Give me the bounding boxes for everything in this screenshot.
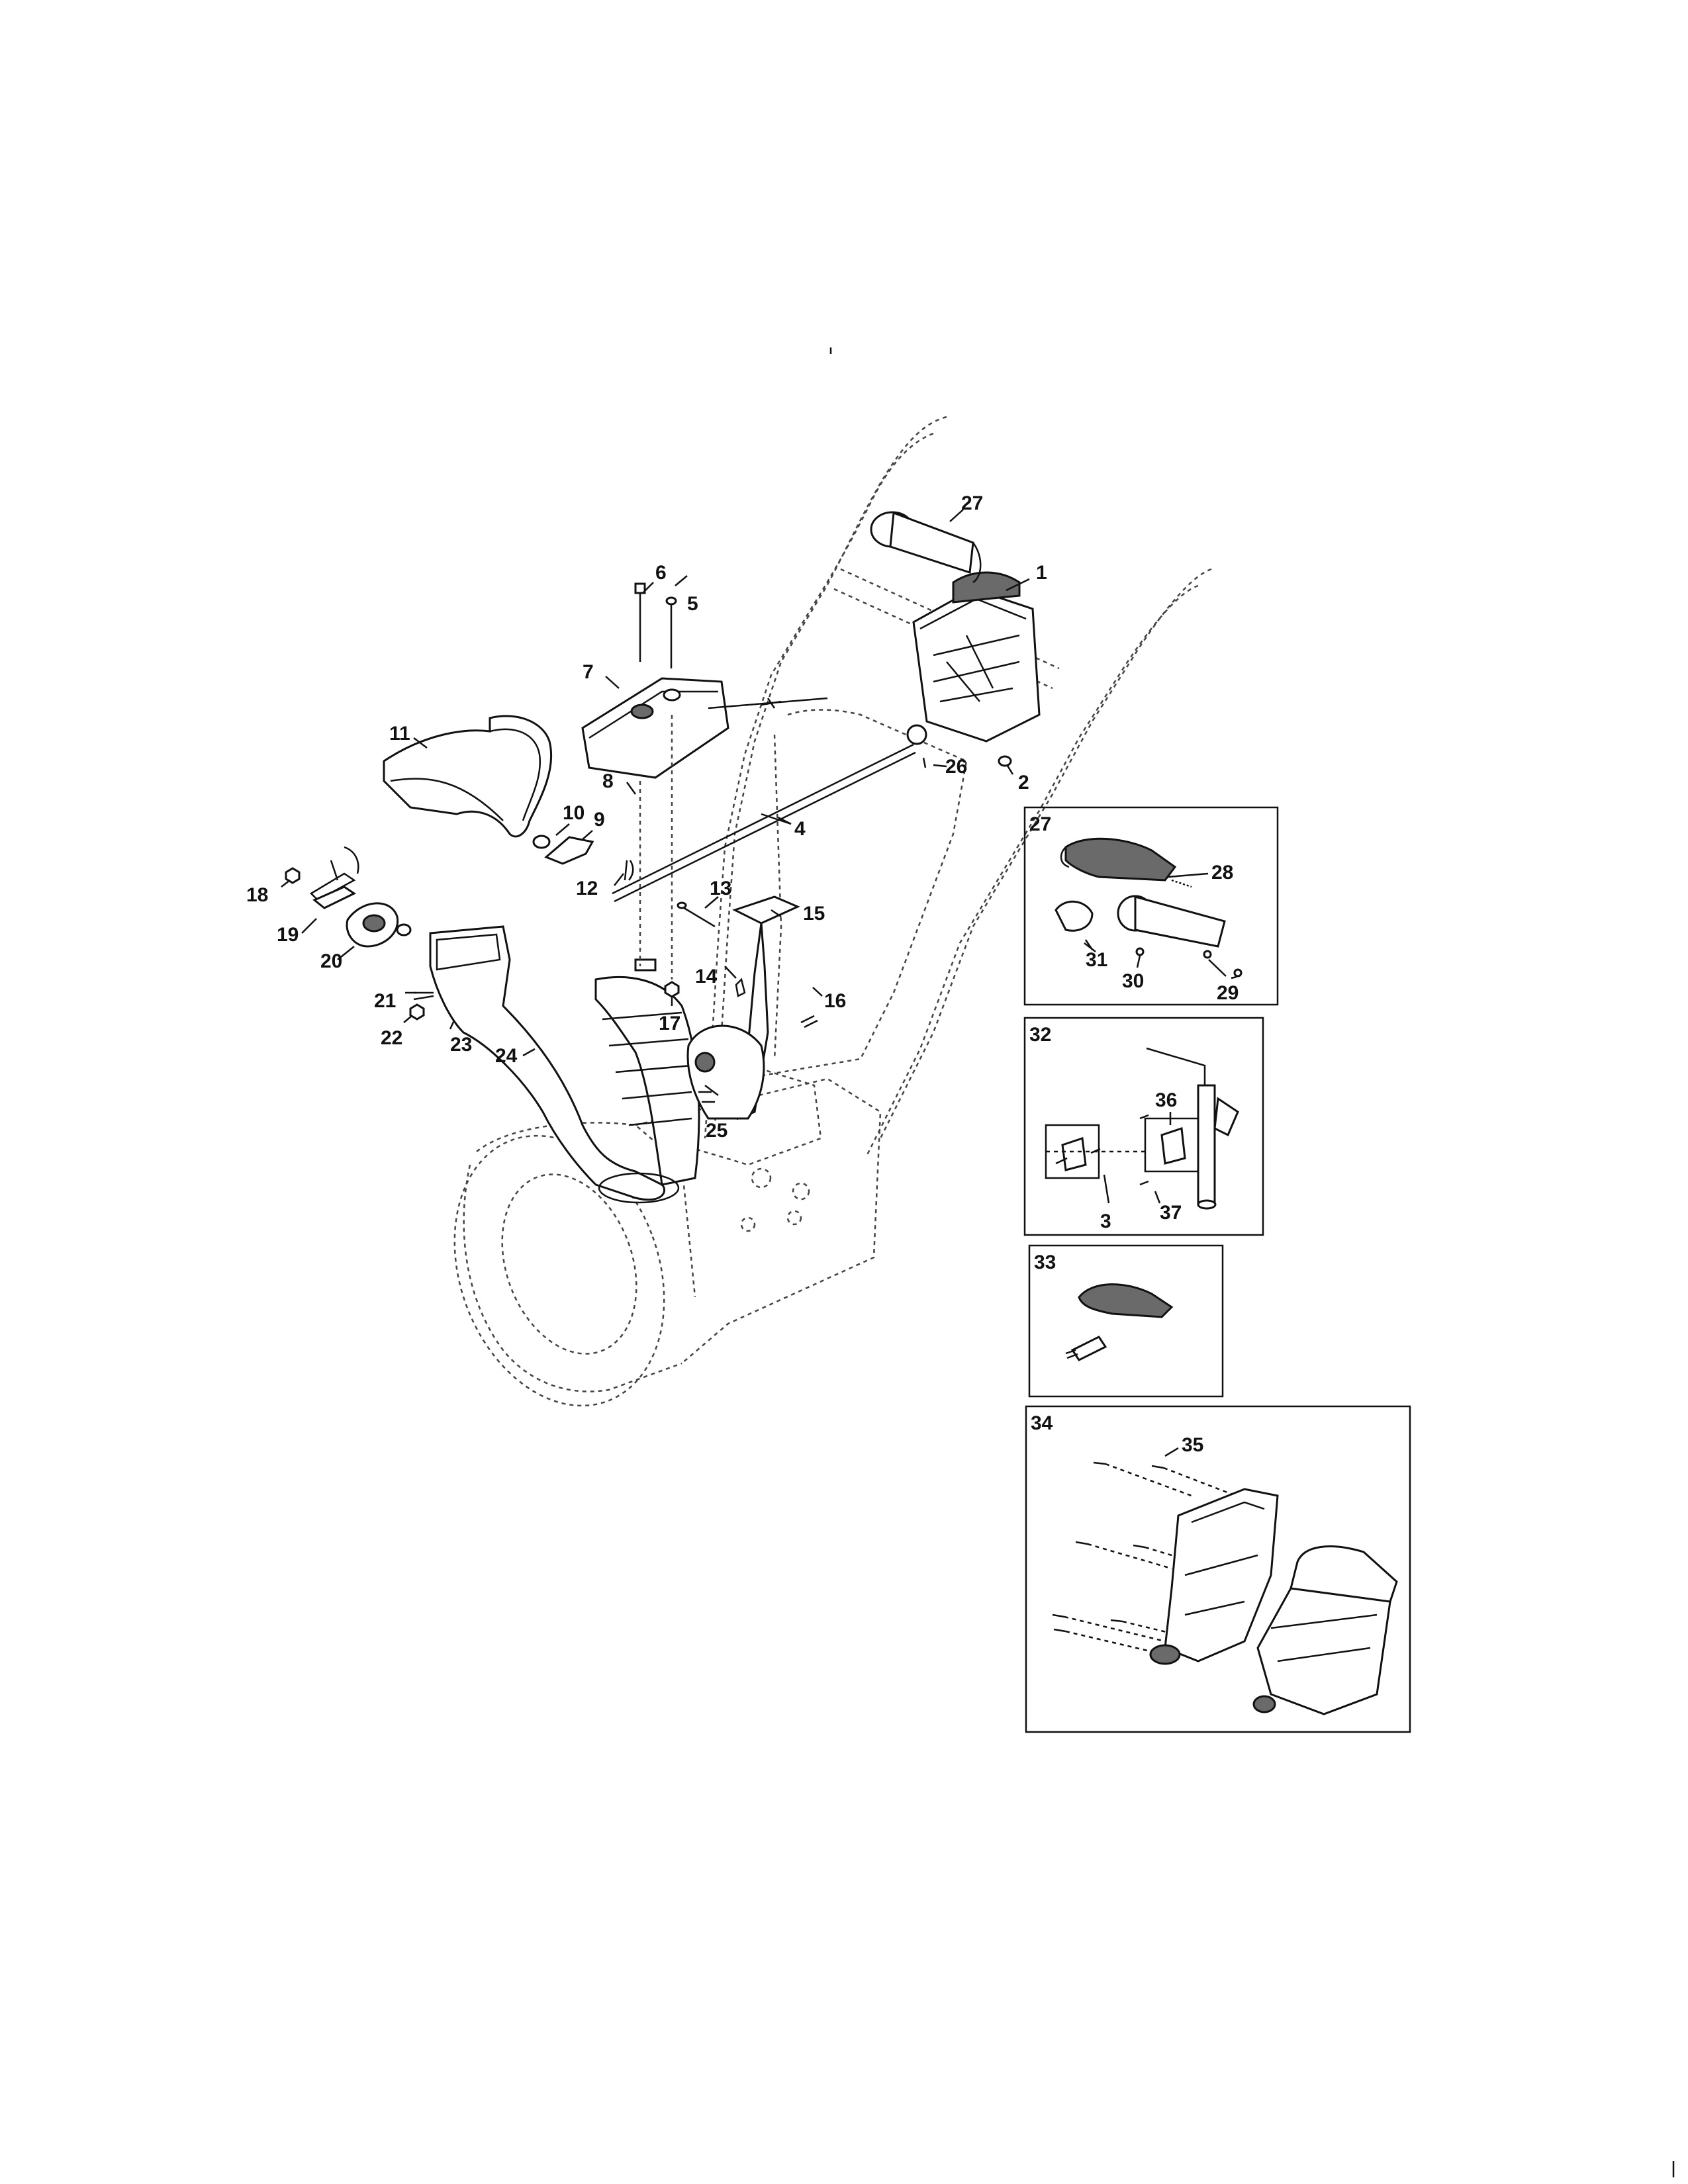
inset-32-callout-3: 3 — [1100, 1210, 1111, 1232]
parts-14-15-16-25 — [686, 895, 818, 1120]
inset-34-callout-35: 35 — [1182, 1434, 1203, 1456]
callout-4: 4 — [794, 818, 806, 840]
part-24-chute — [429, 925, 700, 1204]
callout-19: 19 — [277, 924, 299, 946]
inset-32-title: 32 — [1029, 1024, 1051, 1046]
scan-marks — [829, 347, 1675, 2177]
callout-12: 12 — [576, 878, 598, 899]
callout-26: 26 — [945, 756, 967, 778]
callout-14: 14 — [695, 966, 718, 987]
part-7-cover — [581, 677, 828, 779]
part-4-rod — [612, 724, 927, 903]
callout-25: 25 — [706, 1120, 727, 1142]
inset-27-callout-28: 28 — [1211, 862, 1233, 884]
inset-32-subbox-36 — [1144, 1117, 1199, 1173]
part-27-handle — [870, 511, 982, 584]
callout-20: 20 — [320, 950, 342, 972]
callout-17: 17 — [659, 1013, 680, 1034]
callout-21: 21 — [374, 990, 396, 1012]
main-callouts: 1 2 4 5 6 7 8 9 10 11 12 13 14 15 16 17 … — [246, 492, 1047, 1142]
inset-27-frame — [1023, 806, 1279, 1006]
inset-32-frame — [1023, 1017, 1264, 1236]
inset-33: 33 — [1028, 1244, 1224, 1398]
callout-16: 16 — [824, 990, 846, 1012]
callout-11: 11 — [389, 723, 410, 745]
inset-27: 27 28 29 30 31 — [1023, 806, 1279, 1006]
bolts-5-6 — [634, 582, 677, 668]
inset-34: 34 35 — [1025, 1405, 1411, 1733]
inset-33-frame — [1028, 1244, 1224, 1398]
parts-2-26 — [922, 755, 1012, 768]
inset-32: 32 3 36 37 — [1023, 1017, 1264, 1236]
inset-34-frame — [1025, 1405, 1411, 1733]
callout-24: 24 — [495, 1045, 518, 1067]
callout-22: 22 — [381, 1027, 402, 1049]
inset-34-title: 34 — [1031, 1412, 1053, 1434]
parts-9-10-12 — [532, 835, 634, 881]
callout-7: 7 — [583, 661, 594, 683]
leader-lines — [281, 509, 1030, 1096]
inset-27-callout-30: 30 — [1122, 970, 1144, 992]
callout-15: 15 — [803, 903, 825, 925]
inset-27-callout-31: 31 — [1086, 949, 1107, 971]
inset-32-callout-36: 36 — [1155, 1089, 1177, 1111]
callout-9: 9 — [594, 809, 605, 831]
callout-1: 1 — [1036, 562, 1047, 584]
callout-18: 18 — [246, 884, 268, 906]
parts-13-17 — [639, 715, 716, 998]
machine-outline — [453, 416, 1212, 1407]
callout-5: 5 — [687, 593, 698, 615]
inset-32-callout-37: 37 — [1160, 1202, 1182, 1224]
parts-18-23-tilt-assembly — [285, 846, 463, 1023]
part-1-control-assembly — [912, 571, 1041, 743]
callout-13: 13 — [710, 878, 731, 899]
callout-10: 10 — [563, 802, 585, 824]
callout-8: 8 — [602, 770, 614, 792]
callout-23: 23 — [450, 1034, 472, 1056]
callout-2: 2 — [1018, 772, 1029, 794]
inset-33-title: 33 — [1034, 1251, 1056, 1273]
inset-27-title: 27 — [1029, 813, 1051, 835]
callout-6: 6 — [655, 562, 667, 584]
inset-27-callout-29: 29 — [1217, 982, 1239, 1004]
callout-27: 27 — [961, 492, 983, 514]
